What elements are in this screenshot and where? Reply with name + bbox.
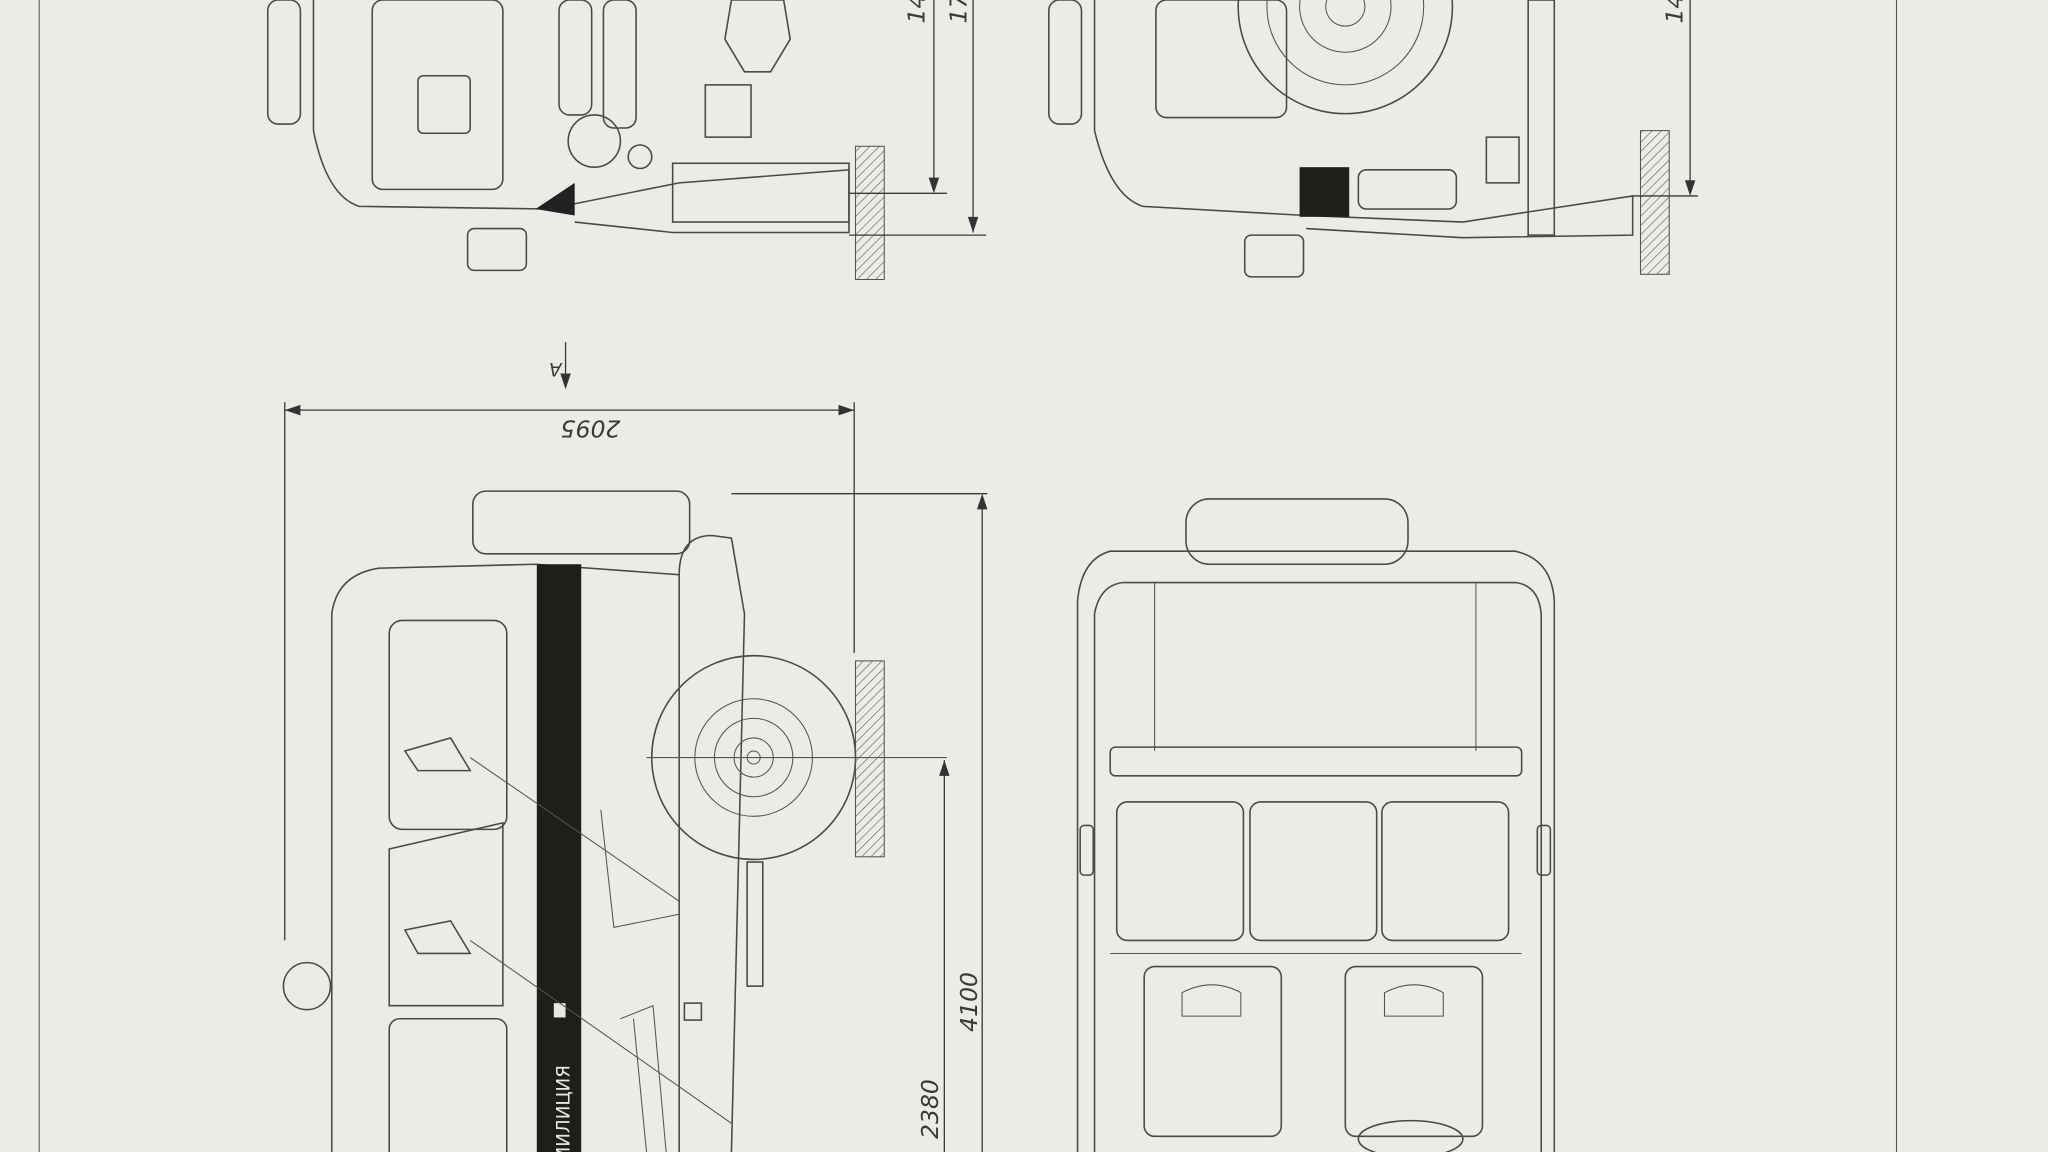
dimension-label: 14 (1660, 0, 1688, 24)
stripe-text: МИЛИЦИЯ (553, 1065, 574, 1152)
ground-hatch (1639, 130, 1670, 275)
view-marker: A (549, 342, 571, 390)
front-view-upper-left: 14 17 (266, 0, 987, 281)
dimension-label: 17 (945, 0, 973, 24)
ground-hatch (854, 660, 885, 858)
police-stripe (536, 564, 582, 1152)
dimension-label-length: 4100 (955, 972, 983, 1032)
dimension-label: 14 (903, 0, 931, 24)
top-view-lower-left: 2095 МИЛИЦИЯ 4100 2380 (282, 402, 988, 1152)
dimension-label-width: 2095 (561, 415, 621, 443)
dimension-label-wheelbase: 2380 (916, 1079, 944, 1139)
interior-plan-lower-right (1076, 498, 1556, 1152)
rear-view-upper-right: 14 (1048, 0, 1698, 278)
ground-hatch (854, 145, 885, 281)
view-marker-label: A (549, 358, 563, 379)
